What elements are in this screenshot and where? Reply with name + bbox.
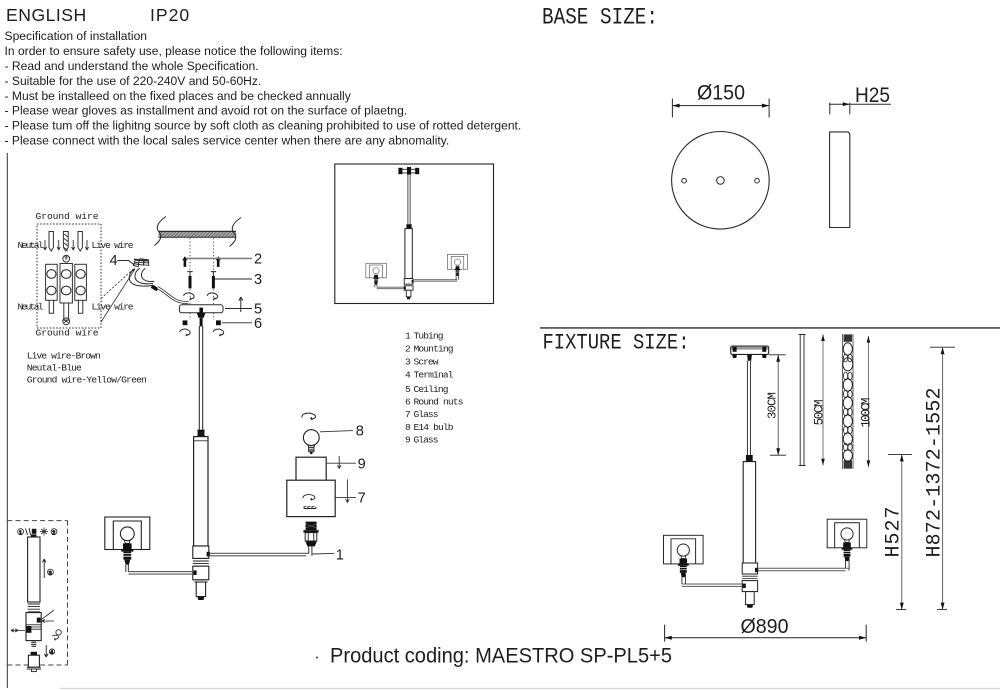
svg-text:100CM: 100CM	[860, 398, 874, 428]
svg-text:ENGLISH: ENGLISH	[6, 5, 87, 25]
svg-text:9: 9	[405, 434, 411, 445]
svg-text:- Please wear gloves as instal: - Please wear gloves as installment and …	[5, 104, 408, 118]
svg-text:6: 6	[405, 397, 411, 408]
svg-text:3: 3	[49, 571, 52, 577]
svg-text:Live wire: Live wire	[92, 240, 134, 251]
svg-text:8: 8	[356, 423, 364, 439]
svg-text:Mounting: Mounting	[414, 343, 454, 354]
svg-text:9: 9	[358, 456, 366, 472]
svg-text:7: 7	[358, 491, 366, 507]
svg-text:Ø890: Ø890	[741, 616, 789, 638]
svg-text:2: 2	[254, 252, 262, 268]
svg-text:Ø150: Ø150	[697, 82, 745, 105]
svg-text:- Please connect with the loca: - Please connect with the local sales se…	[5, 133, 450, 147]
svg-text:- Must be installeed on the fi: - Must be installeed on the fixed places…	[5, 89, 352, 103]
svg-text:Neutal: Neutal	[18, 302, 44, 313]
svg-text:30CM: 30CM	[765, 392, 779, 419]
svg-text:1: 1	[19, 530, 22, 536]
svg-text:BASE SIZE:: BASE SIZE:	[542, 5, 658, 31]
svg-text:2: 2	[405, 343, 411, 354]
svg-text:- Please tum off the lighitng: - Please tum off the lighitng source by …	[5, 119, 522, 133]
svg-text:Screw: Screw	[414, 356, 439, 367]
svg-text:Ground wire: Ground wire	[36, 211, 99, 222]
svg-text:- Read and understand the whol: - Read and understand the whole Specific…	[5, 59, 259, 73]
svg-text:Tubing: Tubing	[414, 330, 444, 341]
svg-text:Terminal: Terminal	[414, 369, 454, 380]
svg-text:Ceiling: Ceiling	[414, 384, 449, 395]
svg-text:Glass: Glass	[414, 434, 439, 445]
svg-text:7: 7	[405, 409, 411, 420]
svg-text:Glass: Glass	[414, 409, 439, 420]
svg-text:E14 bulb: E14 bulb	[414, 422, 454, 433]
svg-text:FIXTURE SIZE:: FIXTURE SIZE:	[543, 331, 690, 356]
svg-text:- Suitable for the use of 220-: - Suitable for the use of 220-240V and 5…	[5, 74, 262, 88]
svg-text:1: 1	[405, 330, 411, 341]
svg-text:5: 5	[405, 384, 411, 395]
svg-text:Product coding: MAESTRO SP-PL5: Product coding: MAESTRO SP-PL5+5	[330, 645, 672, 668]
svg-text:1: 1	[336, 547, 344, 563]
svg-text:IP20: IP20	[150, 5, 190, 25]
svg-text:Neutal: Neutal	[18, 240, 44, 251]
svg-text:Round nuts: Round nuts	[414, 397, 464, 408]
svg-text:8: 8	[405, 422, 411, 433]
svg-text:Ground wire-Yellow/Green: Ground wire-Yellow/Green	[27, 375, 147, 386]
svg-text:Neutal-Blue: Neutal-Blue	[27, 363, 82, 374]
svg-text:2: 2	[52, 530, 55, 536]
svg-text:6: 6	[254, 316, 262, 332]
svg-text:H872-1372-1552: H872-1372-1552	[923, 388, 946, 558]
svg-text:5: 5	[254, 302, 262, 318]
svg-text:Live wire: Live wire	[92, 302, 134, 313]
svg-text:H527: H527	[883, 507, 906, 558]
svg-text:4: 4	[405, 369, 411, 380]
svg-text:3: 3	[254, 272, 262, 288]
svg-text:H25: H25	[855, 84, 890, 107]
svg-text:Live wire-Brown: Live wire-Brown	[27, 351, 101, 362]
svg-text:In order to ensure safety use,: In order to ensure safety use, please no…	[5, 44, 343, 58]
svg-text:3: 3	[405, 356, 411, 367]
svg-text:Ground wire: Ground wire	[36, 328, 99, 339]
svg-text:4: 4	[110, 253, 118, 269]
svg-text:50CM: 50CM	[812, 399, 826, 425]
svg-text:4: 4	[50, 650, 53, 656]
svg-text:Specification of installation: Specification of installation	[5, 29, 148, 43]
